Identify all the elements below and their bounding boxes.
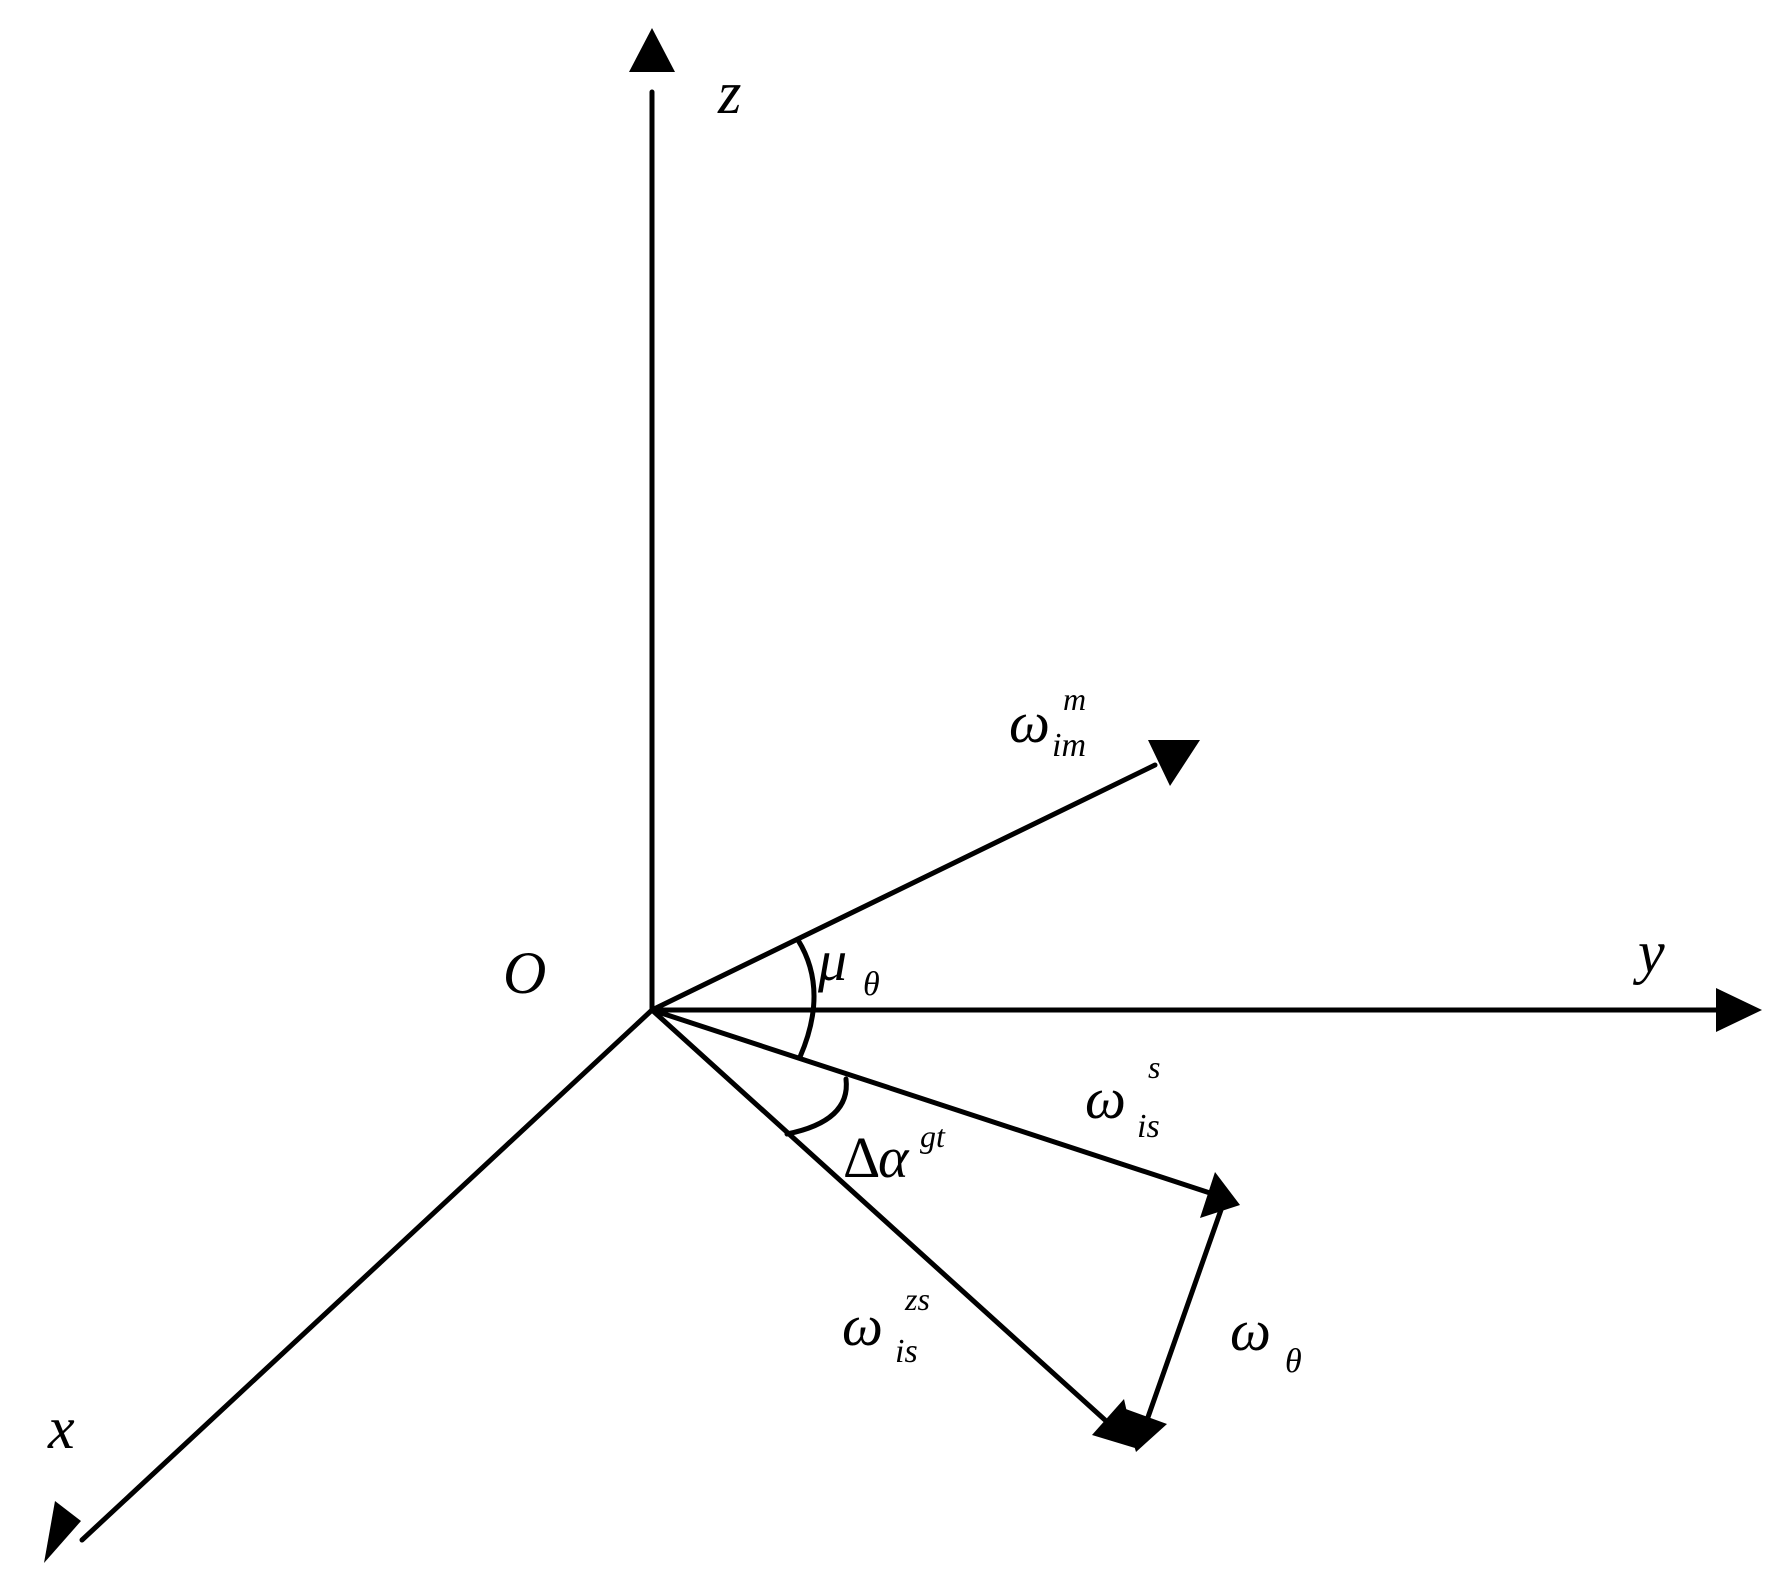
- mu-theta-angle-arc: [795, 937, 817, 1060]
- omega-is-zs-symbol: ω: [842, 1293, 883, 1358]
- omega-is-s-label: ω s is: [1085, 1049, 1160, 1145]
- diagram-lines: [79, 89, 1721, 1543]
- delta-alpha-gt-prefix: Δ: [843, 1125, 880, 1190]
- omega-is-zs-vector-line: [649, 1007, 1108, 1423]
- origin-label: O: [503, 940, 546, 1006]
- omega-is-zs-label: ω zs is: [842, 1281, 930, 1370]
- mu-theta-label: μ θ: [817, 928, 880, 1003]
- omega-theta-vector-line: [1144, 1204, 1225, 1423]
- omega-im-m-subscript: im: [1052, 727, 1086, 764]
- delta-alpha-gt-symbol: α: [878, 1125, 910, 1190]
- delta-alpha-gt-label: Δ α gt: [843, 1118, 946, 1190]
- z-axis-label: z: [717, 60, 741, 126]
- z-axis-arrowhead: [629, 28, 675, 72]
- omega-is-s-superscript: s: [1148, 1049, 1160, 1085]
- omega-theta-arrowhead: [1123, 1408, 1167, 1452]
- omega-theta-subscript: θ: [1285, 1343, 1302, 1380]
- x-axis-line: [79, 1007, 655, 1543]
- y-axis-label: y: [1632, 919, 1665, 985]
- omega-im-m-vector-line: [649, 762, 1158, 1013]
- omega-is-s-arrowhead: [1200, 1172, 1240, 1218]
- mu-theta-subscript: θ: [863, 966, 880, 1003]
- omega-im-m-arrowhead: [1148, 740, 1200, 786]
- x-axis-arrowhead: [44, 1501, 81, 1563]
- delta-alpha-gt-superscript: gt: [920, 1118, 946, 1154]
- delta-alpha-gt-angle-arc: [784, 1076, 849, 1137]
- omega-theta-label: ω θ: [1230, 1298, 1302, 1380]
- omega-is-zs-superscript: zs: [904, 1281, 930, 1317]
- x-axis-label: x: [47, 1395, 75, 1461]
- omega-im-m-symbol: ω: [1009, 690, 1050, 755]
- omega-is-s-subscript: is: [1137, 1108, 1160, 1145]
- omega-is-zs-subscript: is: [895, 1333, 918, 1370]
- omega-is-s-vector-line: [649, 1007, 1213, 1196]
- y-axis-arrowhead: [1716, 988, 1762, 1032]
- mu-theta-symbol: μ: [817, 928, 847, 993]
- omega-theta-symbol: ω: [1230, 1298, 1271, 1363]
- omega-is-s-symbol: ω: [1085, 1066, 1126, 1131]
- omega-im-m-superscript: m: [1063, 681, 1086, 717]
- arrowheads: [44, 28, 1762, 1563]
- omega-im-m-label: ω m im: [1009, 681, 1086, 764]
